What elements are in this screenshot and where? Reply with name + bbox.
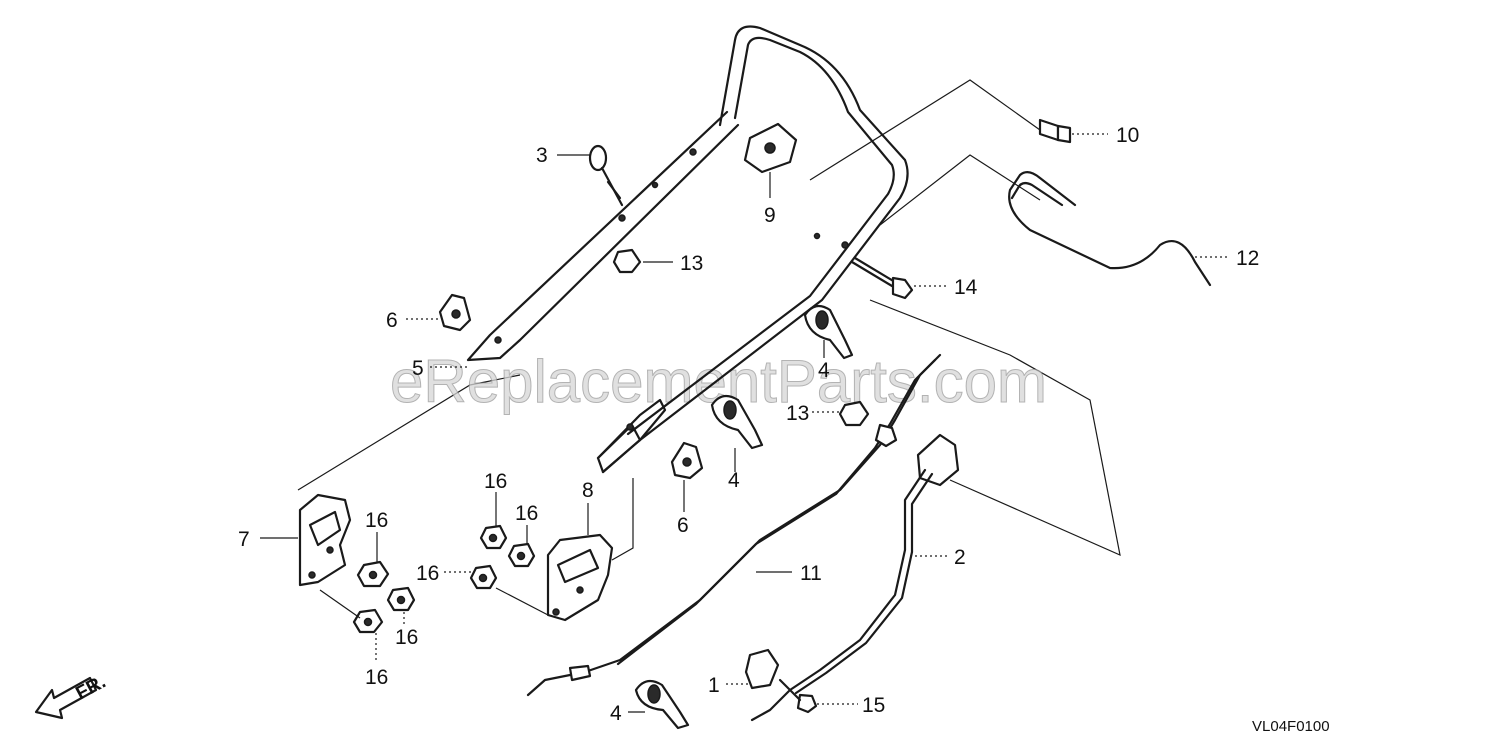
cable-2	[750, 433, 960, 722]
callout-8: 8	[582, 479, 594, 502]
callout-5: 5	[412, 357, 424, 380]
flange-nut-16-e	[507, 542, 536, 568]
callout-16-b: 16	[515, 502, 538, 525]
nut-13-upper	[612, 248, 642, 274]
flange-nut-16-c	[352, 608, 384, 634]
front-direction-arrow: FR.	[34, 672, 109, 720]
callout-4-upper: 4	[818, 359, 830, 382]
cable-clamp-4-middle	[710, 394, 764, 450]
callout-14: 14	[954, 276, 978, 299]
callout-3: 3	[536, 144, 548, 167]
callout-16-c: 16	[365, 509, 388, 532]
callout-11: 11	[800, 562, 822, 585]
leader-lines	[260, 133, 1228, 713]
callout-4-middle: 4	[728, 469, 740, 492]
callout-13-lower: 13	[786, 402, 809, 425]
flange-nut-16-b	[386, 586, 416, 612]
callout-15: 15	[862, 694, 885, 717]
callout-4-lower: 4	[610, 702, 622, 725]
bracket-7	[298, 493, 352, 587]
bolt-14	[850, 256, 914, 300]
flange-nut-16-d	[479, 524, 508, 550]
handle-assembly	[466, 25, 909, 474]
nut-13-lower	[838, 400, 870, 427]
callout-1: 1	[708, 674, 720, 697]
bolt-10	[1038, 118, 1072, 144]
cable-clamp-4-upper	[803, 304, 854, 360]
callout-12: 12	[1236, 247, 1259, 270]
bracket-8	[546, 533, 614, 622]
cable-clip-1	[744, 648, 780, 690]
housing-outline	[297, 79, 1121, 557]
flange-nut-16-a	[356, 560, 390, 588]
callout-16-d: 16	[416, 562, 439, 585]
control-rod-12	[1008, 171, 1212, 287]
callout-6-lower: 6	[677, 514, 689, 537]
cable-11	[526, 353, 942, 697]
knob-6-upper	[438, 293, 472, 332]
flange-nut-16-f	[469, 564, 498, 590]
callout-16-a: 16	[484, 470, 507, 493]
nut-assembly-line-left	[319, 589, 361, 619]
cable-clamp-4-lower	[634, 679, 690, 730]
knob-6-lower	[670, 441, 704, 480]
diagram-code: VL04F0100	[1252, 718, 1330, 735]
callout-6-upper: 6	[386, 309, 398, 332]
nut-assembly-line-right	[495, 587, 549, 616]
callout-13-upper: 13	[680, 252, 703, 275]
hair-pin-3	[588, 144, 624, 207]
callout-16-f: 16	[365, 666, 388, 689]
callout-7: 7	[238, 528, 250, 551]
callout-2: 2	[954, 546, 966, 569]
screw-15	[778, 678, 818, 714]
bracket-8-guide-line	[611, 478, 634, 561]
callout-10: 10	[1116, 124, 1139, 147]
cable-guide-9	[743, 122, 798, 174]
callout-9: 9	[764, 204, 776, 227]
callout-16-e: 16	[395, 626, 418, 649]
